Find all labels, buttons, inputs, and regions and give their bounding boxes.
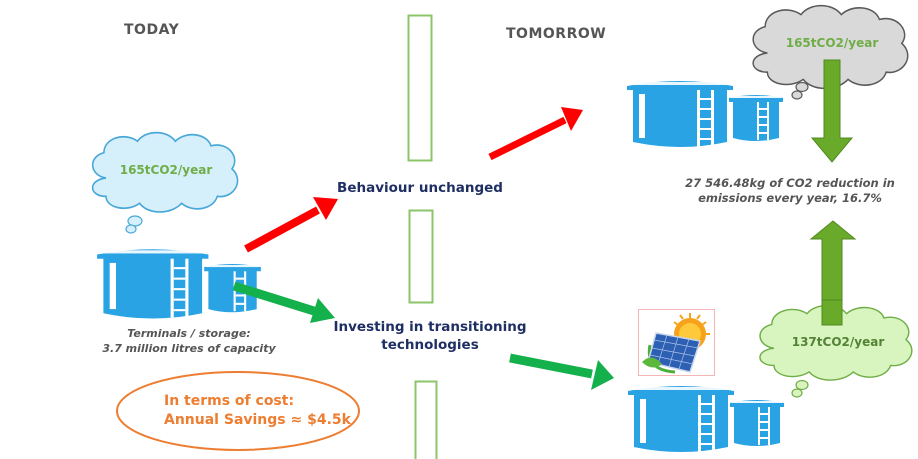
down-arrow-icon bbox=[810, 59, 854, 163]
investing-label: Investing in transitioning technologies bbox=[320, 318, 540, 354]
cloud-tail-icon bbox=[791, 81, 809, 100]
green-arrow-investing bbox=[232, 281, 335, 323]
heading-today: TODAY bbox=[124, 22, 180, 38]
separator-middle bbox=[408, 209, 434, 304]
storage-tank-icon bbox=[628, 386, 784, 453]
reduction-line1: 27 546.48kg of CO2 reduction in bbox=[685, 176, 895, 190]
today-emissions-label: 165tCO2/year bbox=[119, 163, 213, 177]
cloud-tail-icon bbox=[791, 379, 809, 398]
investing-label-line2: technologies bbox=[381, 337, 479, 353]
storage-caption: Terminals / storage: 3.7 million litres … bbox=[94, 326, 284, 356]
tomorrow-unchanged-emissions-label: 165tCO2/year bbox=[785, 36, 879, 50]
reduction-summary: 27 546.48kg of CO2 reduction in emission… bbox=[670, 176, 910, 206]
red-arrow-to-tomorrow-tank bbox=[488, 107, 583, 161]
storage-caption-line2: 3.7 million litres of capacity bbox=[102, 342, 276, 355]
cost-ellipse bbox=[116, 371, 360, 451]
cost-line2: Annual Savings ≈ $4.5k bbox=[164, 412, 351, 428]
separator-bottom bbox=[414, 380, 438, 459]
tomorrow-invested-emissions-label: 137tCO2/year bbox=[791, 335, 885, 349]
solar-panel-icon bbox=[638, 309, 715, 376]
cloud-tail-icon bbox=[125, 215, 143, 234]
heading-tomorrow: TOMORROW bbox=[506, 26, 607, 42]
storage-caption-line1: Terminals / storage: bbox=[127, 327, 251, 340]
up-arrow-shaft bbox=[821, 299, 843, 326]
green-arrow-to-solar-tank bbox=[509, 353, 614, 390]
reduction-line2: emissions every year, 16.7% bbox=[698, 191, 882, 205]
cost-line1: In terms of cost: bbox=[164, 393, 295, 409]
separator-top bbox=[407, 14, 433, 162]
investing-label-line1: Investing in transitioning bbox=[333, 319, 527, 335]
cost-summary: In terms of cost: Annual Savings ≈ $4.5k bbox=[164, 392, 351, 430]
storage-tank-icon bbox=[627, 81, 783, 148]
behaviour-unchanged-label: Behaviour unchanged bbox=[337, 180, 503, 196]
red-arrow-behaviour-unchanged bbox=[244, 197, 338, 253]
